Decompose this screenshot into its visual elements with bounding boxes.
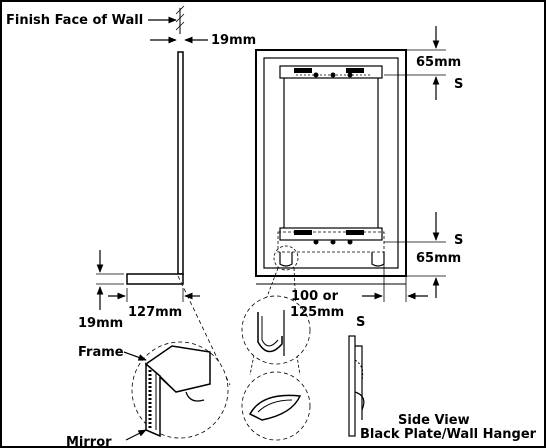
label-s-below: S	[356, 315, 365, 330]
mirror-profile-vertical	[177, 51, 184, 275]
side-profile	[96, 5, 231, 386]
label-frame: Frame	[78, 345, 124, 360]
dim-65mm-top	[384, 26, 446, 100]
dim-65mm-bottom	[384, 212, 446, 298]
label-65mm-bottom: 65mm	[416, 251, 461, 266]
label-19mm-top: 19mm	[211, 33, 256, 48]
label-127mm: 127mm	[128, 305, 182, 320]
label-mirror: Mirror	[66, 435, 112, 448]
clip-detail-top	[241, 295, 311, 365]
mirror-frame-inner	[263, 57, 399, 269]
label-19mm-bottom: 19mm	[78, 316, 123, 331]
side-view-hanger	[348, 335, 365, 437]
label-125mm: 125mm	[290, 305, 344, 320]
front-view	[249, 49, 407, 376]
label-side-view: Side View	[398, 413, 470, 428]
label-65mm-top: 65mm	[416, 55, 461, 70]
frame-corner-detail	[131, 341, 229, 439]
label-s-top: S	[454, 77, 463, 92]
mirror-profile-base	[126, 273, 184, 285]
label-finish-face: Finish Face of Wall	[6, 13, 143, 28]
label-side-view-sub: Black Plate/Wall Hanger	[360, 427, 537, 442]
dim-100-125mm	[362, 262, 428, 302]
label-100-or: 100 or	[291, 289, 339, 304]
clip-detail-bottom	[241, 371, 311, 441]
label-s-bottom: S	[454, 233, 463, 248]
